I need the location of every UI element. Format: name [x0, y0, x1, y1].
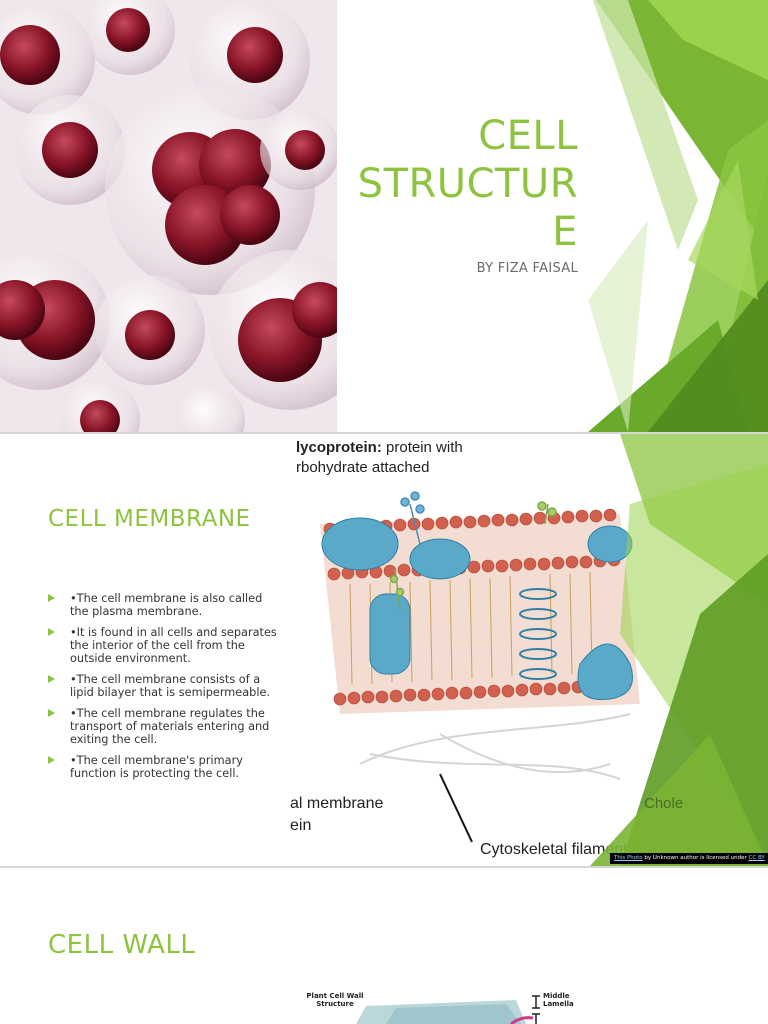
title-line-3: E: [552, 209, 578, 255]
list-item: •The cell membrane's primary function is…: [48, 754, 284, 780]
list-item: •The cell membrane is also called the pl…: [48, 592, 284, 618]
list-item: •The cell membrane consists of a lipid b…: [48, 673, 284, 699]
peripheral-membrane-label: al membrane: [290, 795, 383, 812]
bullet-arrow-icon: [48, 628, 55, 636]
cell-wall-diagram: [356, 995, 540, 1024]
bullet-arrow-icon: [48, 594, 55, 602]
protein-label: ein: [290, 817, 311, 834]
title-line-1: CELL: [478, 113, 578, 159]
glycoprotein-label-bold: lycoprotein:: [296, 439, 382, 456]
svg-text:lycoprotein: protein with: lycoprotein: protein with: [296, 439, 463, 456]
cell-wall-diagram-title: Plant Cell Wall Structure: [306, 992, 364, 1008]
list-item: •It is found in all cells and separates …: [48, 626, 284, 665]
presentation-title: CELL STRUCTUR E: [318, 112, 578, 256]
cell-photo: [0, 0, 337, 432]
title-line-2: STRUCTUR: [357, 161, 578, 207]
cholesterol-label: Chole: [644, 795, 683, 812]
license-link[interactable]: CC BY: [748, 855, 765, 861]
green-decoration: [588, 0, 768, 432]
title-slide: CELL STRUCTUR E BY FIZA FAISAL: [0, 0, 768, 432]
middle-lamella-label: Middle Lamella: [543, 992, 574, 1008]
cell-membrane-diagram: lycoprotein: protein with rbohydrate att…: [290, 434, 768, 866]
image-credit: This Photo by Unknown author is licensed…: [610, 853, 768, 864]
glycoprotein-label-rest: protein with: [382, 439, 463, 456]
cytoskeletal-label: Cytoskeletal filaments: [480, 841, 636, 858]
list-item: •The cell membrane regulates the transpo…: [48, 707, 284, 746]
bullet-arrow-icon: [48, 756, 55, 764]
photo-link[interactable]: This Photo: [614, 855, 643, 861]
cell-membrane-heading: CELL MEMBRANE: [48, 506, 251, 532]
bullet-arrow-icon: [48, 675, 55, 683]
cell-wall-heading: CELL WALL: [48, 930, 196, 960]
bullet-arrow-icon: [48, 709, 55, 717]
membrane-bullet-list: •The cell membrane is also called the pl…: [48, 592, 284, 788]
cell-wall-slide: [0, 868, 768, 1024]
carbohydrate-label: rbohydrate attached: [296, 459, 429, 476]
presentation-subtitle: BY FIZA FAISAL: [476, 261, 578, 276]
